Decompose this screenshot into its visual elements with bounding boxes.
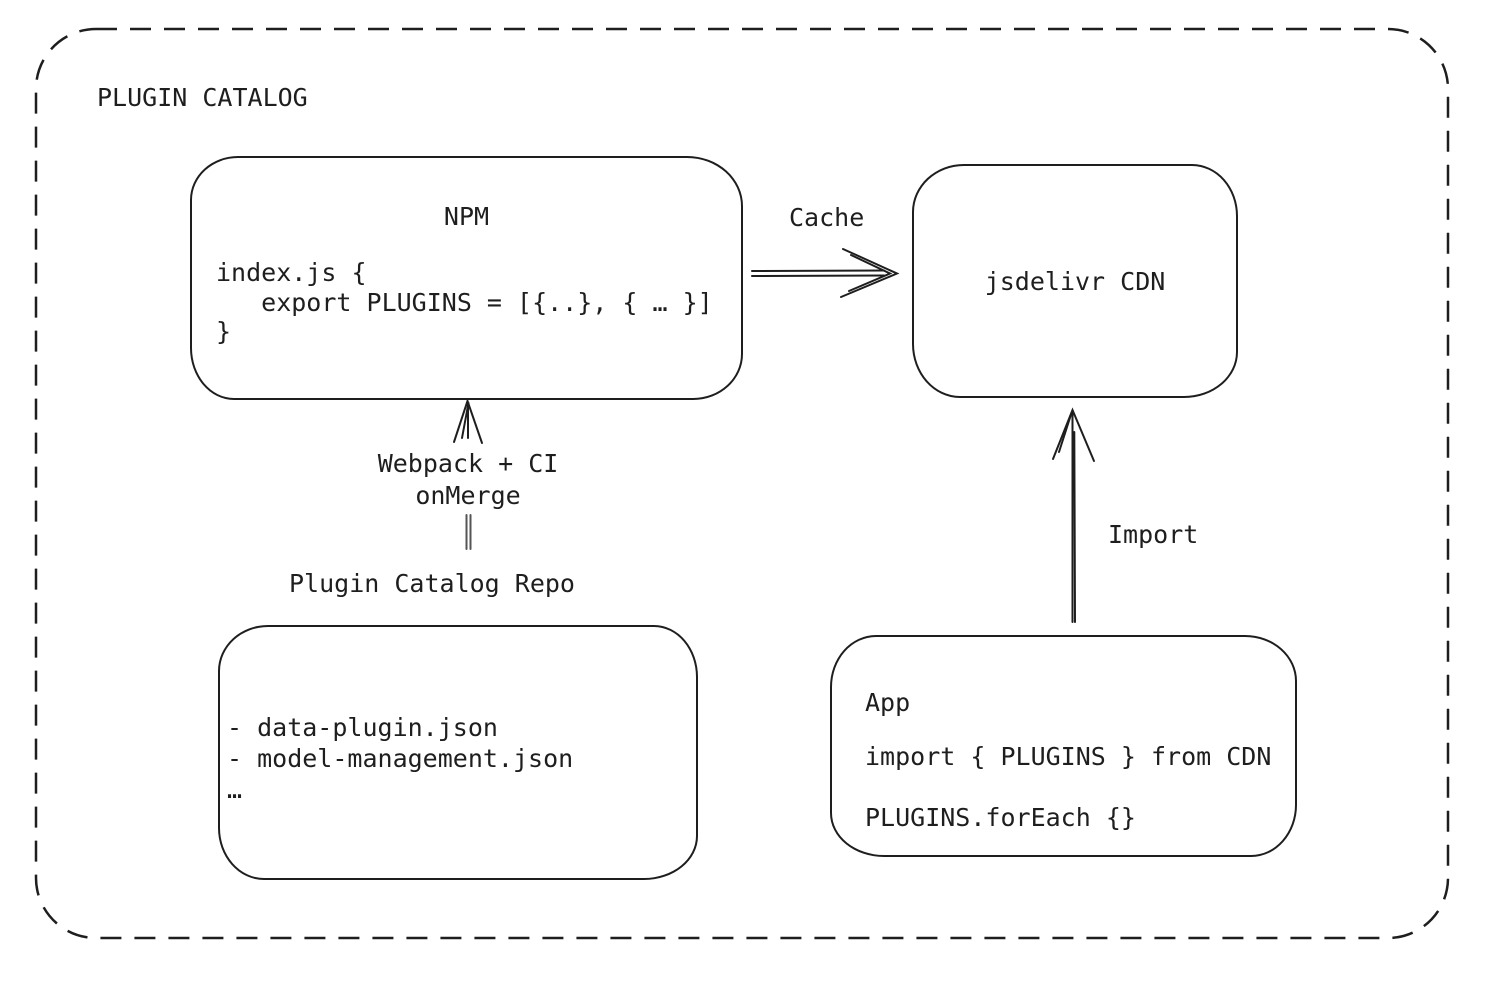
npm-node: NPM index.js { export PLUGINS = [{..}, {… — [190, 156, 743, 400]
webpack-edge-label: Webpack + CI — [377, 449, 559, 478]
diagram-title: PLUGIN CATALOG — [97, 83, 308, 112]
webpack-arrow — [453, 397, 483, 444]
cache-arrow — [751, 248, 900, 298]
npm-code-line: export PLUGINS = [{..}, { … }] — [216, 287, 713, 317]
repo-file-item: - data-plugin.json — [227, 713, 498, 742]
app-import-line: import { PLUGINS } from CDN — [865, 742, 1272, 771]
app-node-title: App — [865, 688, 911, 717]
cdn-node-label: jsdelivr CDN — [984, 266, 1166, 296]
cdn-node: jsdelivr CDN — [912, 164, 1238, 398]
app-node: App import { PLUGINS } from CDN PLUGINS.… — [830, 635, 1297, 857]
repo-node-title: Plugin Catalog Repo — [289, 569, 575, 598]
import-arrow — [1052, 407, 1095, 623]
npm-node-title: NPM — [443, 202, 490, 231]
cache-edge-label: Cache — [789, 203, 865, 232]
repo-file-item: - model-management.json — [227, 744, 574, 773]
repo-file-item: … — [227, 775, 243, 804]
app-foreach-line: PLUGINS.forEach {} — [865, 803, 1136, 832]
catalog-boundary-border — [34, 27, 1450, 940]
repo-file-list: - data-plugin.json - model-management.js… — [227, 712, 573, 805]
npm-code-line: index.js { — [216, 258, 367, 287]
npm-code-line: } — [216, 317, 232, 346]
import-edge-label: Import — [1108, 520, 1199, 549]
onmerge-edge-label: onMerge — [415, 481, 521, 510]
npm-code-block: index.js { export PLUGINS = [{..}, { … }… — [216, 258, 713, 347]
webpack-connector-line — [465, 514, 472, 550]
repo-node: - data-plugin.json - model-management.js… — [218, 625, 698, 880]
